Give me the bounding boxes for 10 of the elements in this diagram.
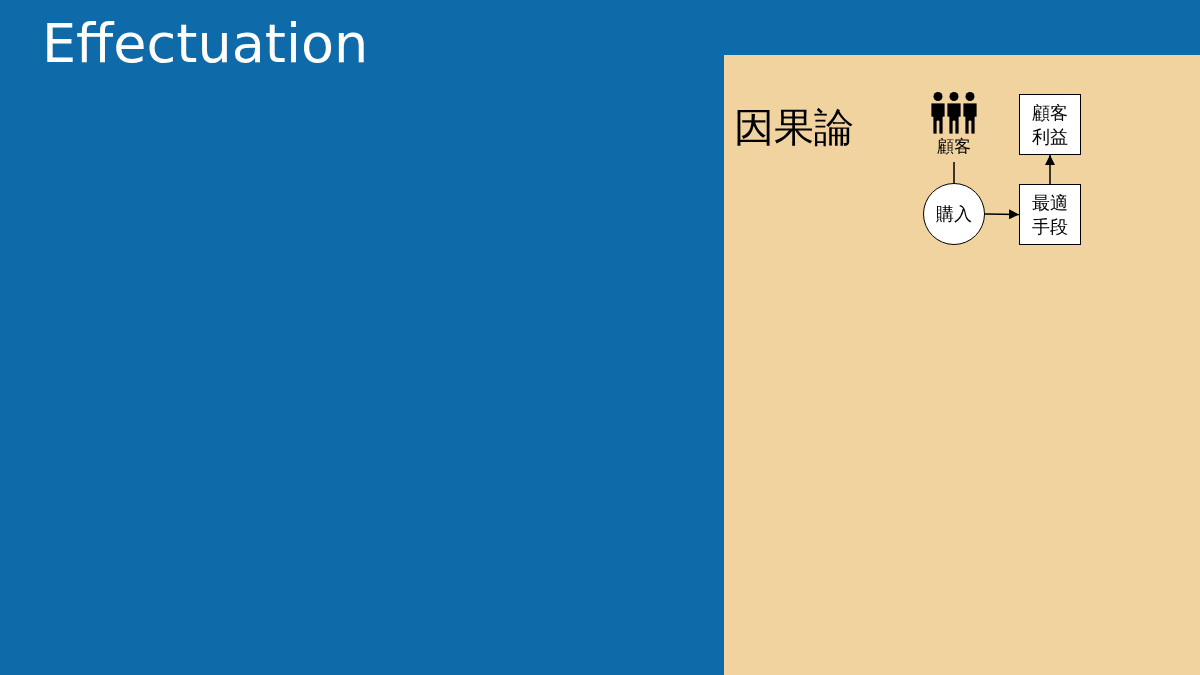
process-box: 顧客利益 — [1019, 94, 1081, 155]
connector-line — [953, 161, 955, 184]
title: Effectuation — [42, 11, 369, 77]
process-circle: 購入 — [923, 183, 985, 245]
panel — [724, 55, 1200, 675]
arrow — [1045, 154, 1055, 185]
panel-heading: 因果論 — [734, 103, 854, 152]
process-box: 最適手段 — [1019, 184, 1081, 245]
arrow — [984, 209, 1020, 220]
people-label: 顧客 — [936, 135, 972, 157]
